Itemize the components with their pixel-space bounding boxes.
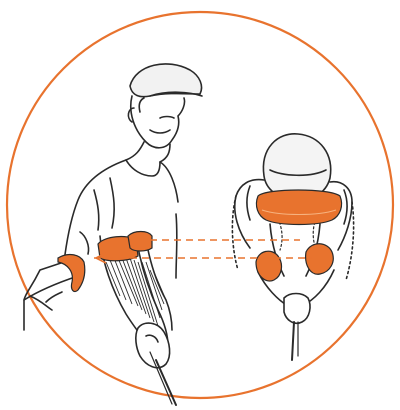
top-view-hands xyxy=(284,294,310,324)
golfer-cap xyxy=(130,64,202,97)
right-elbow-cap xyxy=(306,244,334,274)
shoulder-band xyxy=(256,190,341,225)
golfer-hands xyxy=(136,323,170,368)
hip-highlight xyxy=(58,255,85,292)
elbow-highlights-top xyxy=(256,190,342,281)
top-view-club xyxy=(292,322,294,360)
golfer-top-view xyxy=(232,134,353,360)
golf-club-shaft xyxy=(156,360,176,405)
trail-elbow-band xyxy=(128,232,152,252)
golfer-side-view xyxy=(24,64,202,405)
